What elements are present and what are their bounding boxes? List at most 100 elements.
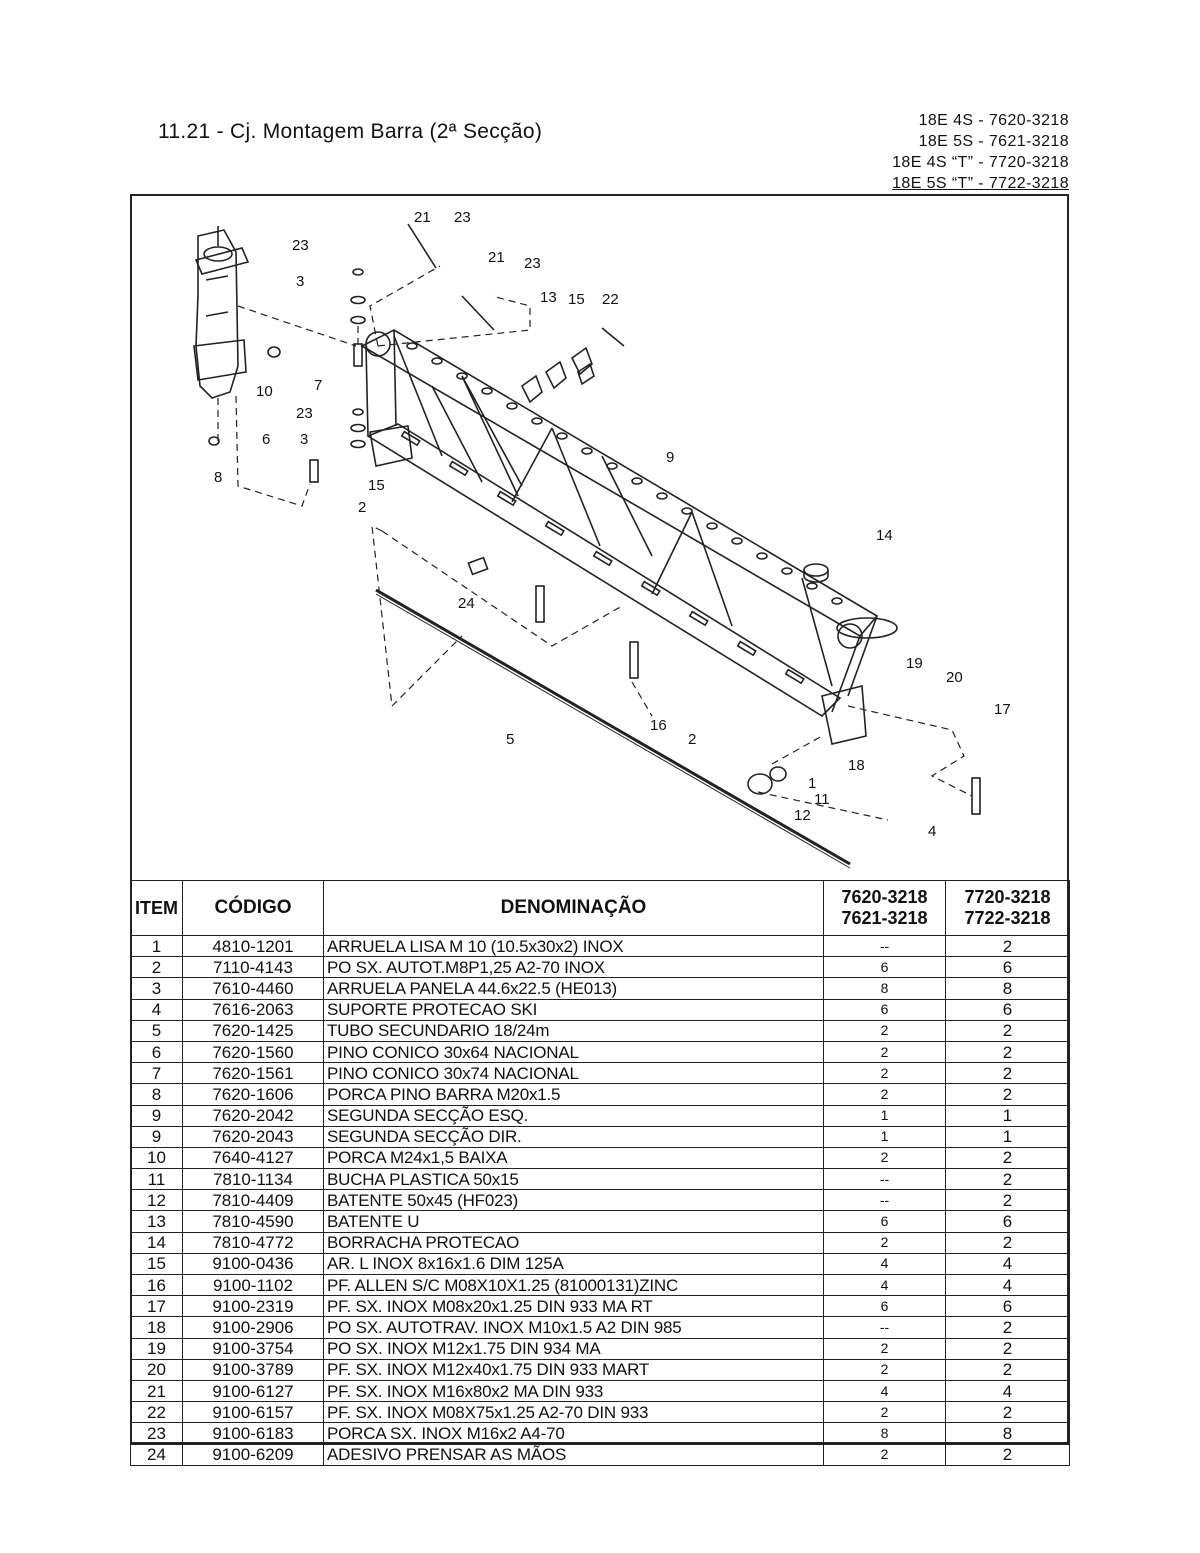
cell-qty-model-b: 2 [945, 1019, 1070, 1042]
top-chord-holes [406, 342, 843, 605]
cell-code: 9100-2906 [182, 1316, 324, 1339]
cell-description: BATENTE 50x45 (HF023) [323, 1189, 824, 1212]
cell-code: 7810-4590 [182, 1210, 324, 1233]
cell-code: 7810-1134 [182, 1168, 324, 1191]
cell-qty-model-a: 2 [823, 1231, 946, 1254]
cell-code: 7620-1425 [182, 1019, 324, 1042]
callout: 1 [808, 775, 816, 792]
cell-qty-model-b: 2 [945, 1146, 1070, 1170]
cell-code: 9100-0436 [182, 1252, 324, 1276]
cell-item: 20 [130, 1358, 183, 1381]
callout: 21 [414, 209, 431, 226]
cell-description: SUPORTE PROTECAO SKI [323, 998, 824, 1021]
cell-code: 7110-4143 [182, 956, 324, 979]
callout: 22 [602, 291, 619, 308]
callout: 19 [906, 655, 923, 672]
callout: 23 [524, 255, 541, 272]
cell-qty-model-b: 2 [945, 1189, 1070, 1212]
callout: 24 [458, 595, 475, 612]
cell-qty-model-a: -- [823, 1168, 946, 1191]
callout: 2 [358, 499, 366, 516]
callout: 23 [454, 209, 471, 226]
cell-qty-model-b: 4 [945, 1379, 1070, 1403]
cell-qty-model-b: 2 [945, 1062, 1070, 1085]
callout: 9 [666, 449, 674, 466]
cell-qty-model-b: 2 [945, 934, 1070, 958]
callout: 6 [262, 431, 270, 448]
cell-description: AR. L INOX 8x16x1.6 DIM 125A [323, 1252, 824, 1276]
cell-qty-model-b: 6 [945, 998, 1070, 1021]
cell-qty-model-b: 2 [945, 1040, 1070, 1064]
end-plate-right [836, 617, 898, 639]
cell-description: BUCHA PLASTICA 50x15 [323, 1168, 824, 1191]
cell-item: 12 [130, 1189, 183, 1212]
callout: 4 [928, 823, 936, 840]
cell-description: PO SX. AUTOT.M8P1,25 A2-70 INOX [323, 956, 824, 979]
cell-item: 24 [130, 1443, 183, 1466]
cell-code: 9100-6209 [182, 1443, 324, 1466]
cell-description: PINO CONICO 30x74 NACIONAL [323, 1062, 824, 1085]
cell-qty-model-b: 6 [945, 956, 1070, 979]
cell-qty-model-a: 6 [823, 1295, 946, 1318]
cell-item: 8 [130, 1083, 183, 1106]
truss-diagonals [393, 335, 833, 687]
model-line: 18E 4S “T” - 7720-3218 [892, 154, 1069, 171]
cell-description: PORCA PINO BARRA M20x1.5 [323, 1083, 824, 1106]
cell-item: 15 [130, 1252, 183, 1276]
cell-description: TUBO SECUNDARIO 18/24m [323, 1019, 824, 1042]
callout: 20 [946, 669, 963, 686]
truss-bottom-chord [366, 423, 842, 718]
cell-description: SEGUNDA SECÇÃO ESQ. [323, 1104, 824, 1127]
rubber-bumper [803, 563, 829, 577]
callout: 18 [848, 757, 865, 774]
callout: 17 [994, 701, 1011, 718]
cell-item: 14 [130, 1231, 183, 1254]
plastic-bushing [769, 766, 787, 782]
cell-qty-model-a: 4 [823, 1273, 946, 1297]
callout: 7 [314, 377, 322, 394]
cell-code: 7610-4460 [182, 977, 324, 1000]
cell-qty-model-a: 2 [823, 1443, 946, 1466]
cell-description: PINO CONICO 30x64 NACIONAL [323, 1040, 824, 1064]
exploded-view-drawing: 21 23 23 3 21 23 13 15 22 10 7 23 3 6 8 … [193, 209, 1011, 869]
cell-qty-model-a: 2 [823, 1062, 946, 1085]
stop-bumper [747, 773, 773, 795]
cell-description: PORCA SX. INOX M16x2 A4-70 [323, 1422, 824, 1445]
callout: 15 [368, 477, 385, 494]
cell-code: 7616-2063 [182, 998, 324, 1021]
cell-item: 10 [130, 1146, 183, 1170]
cell-qty-model-b: 6 [945, 1210, 1070, 1233]
cell-code: 9100-6157 [182, 1401, 324, 1424]
cell-description: SEGUNDA SECÇÃO DIR. [323, 1125, 824, 1148]
callout: 21 [488, 249, 505, 266]
cell-item: 5 [130, 1019, 183, 1042]
ski-support [629, 641, 639, 679]
cell-qty-model-a: 2 [823, 1083, 946, 1106]
u-stop [570, 346, 593, 376]
cell-item: 17 [130, 1295, 183, 1318]
callout: 13 [540, 289, 557, 306]
cell-item: 4 [130, 998, 183, 1021]
cell-code: 7620-2043 [182, 1125, 324, 1148]
model-line: 18E 5S “T” - 7722-3218 [892, 175, 1069, 192]
cell-qty-model-a: 1 [823, 1104, 946, 1127]
callout: 12 [794, 807, 811, 824]
cell-code: 4810-1201 [182, 934, 324, 958]
callout: 5 [506, 731, 514, 748]
cell-qty-model-a: 2 [823, 1401, 946, 1424]
cell-qty-model-a: 4 [823, 1379, 946, 1403]
u-stop [577, 362, 595, 386]
cell-description: PORCA M24x1,5 BAIXA [323, 1146, 824, 1170]
